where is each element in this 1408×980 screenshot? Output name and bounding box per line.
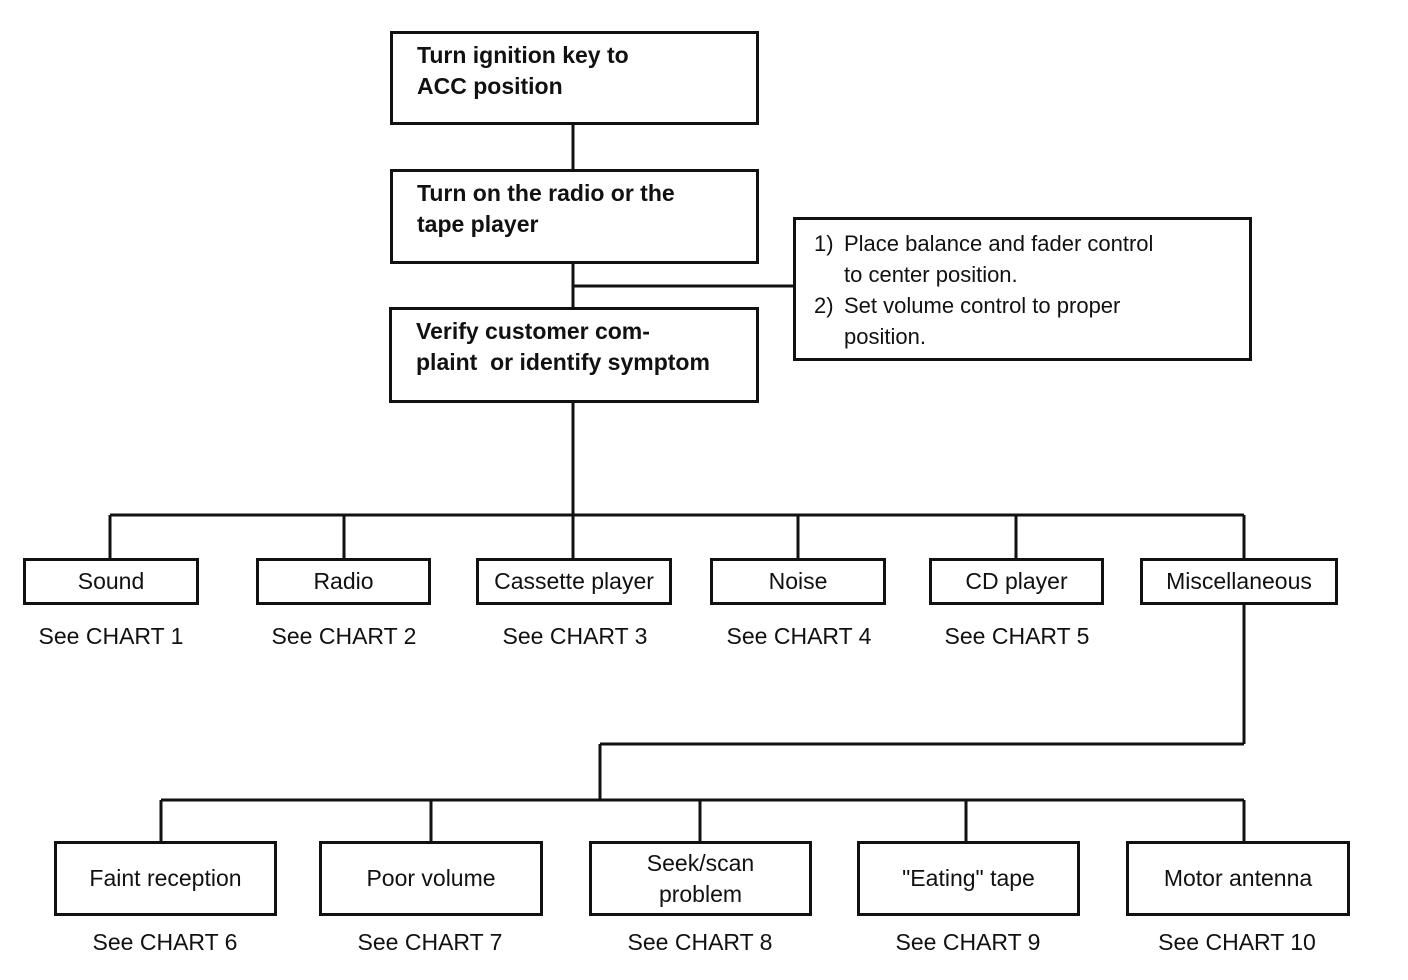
misc-seek-scan-problem-line1: Seek/scan (646, 849, 755, 876)
step-verify-line1: Verify customer com- (416, 318, 650, 344)
note-item-2-line2: position. (844, 324, 926, 349)
category-miscellaneous-label: Miscellaneous (1166, 568, 1312, 594)
misc-poor-volume-label: Poor volume (366, 865, 496, 891)
category-sound-ref: See CHART 1 (38, 623, 184, 649)
note-box: 1) Place balance and fader control to ce… (793, 217, 1252, 361)
category-radio-label: Radio (313, 568, 374, 594)
note-item-1: 1) Place balance and fader control to ce… (814, 228, 1249, 290)
misc-motor-antenna-ref: See CHART 10 (1158, 929, 1316, 955)
note-item-1-line2: to center position. (844, 262, 1018, 287)
note-item-2-line1: Set volume control to proper (844, 293, 1121, 318)
category-radio: Radio (256, 558, 431, 605)
step-ignition-line1: Turn ignition key to (417, 42, 629, 68)
category-cd-player-ref: See CHART 5 (944, 623, 1090, 649)
misc-motor-antenna-label: Motor antenna (1163, 865, 1313, 891)
category-noise: Noise (710, 558, 886, 605)
misc-faint-reception-label: Faint reception (89, 865, 242, 891)
note-item-1-line1: Place balance and fader control (844, 231, 1154, 256)
misc-eating-tape-ref: See CHART 9 (895, 929, 1041, 955)
note-item-2-number: 2) (814, 293, 834, 318)
step-radio-on-line1: Turn on the radio or the (417, 180, 675, 206)
category-cd-player: CD player (929, 558, 1104, 605)
step-radio-on-box: Turn on the radio or the tape player (390, 169, 759, 264)
category-cassette-player-label: Cassette player (494, 568, 654, 594)
step-verify-box: Verify customer com- plaint or identify … (389, 307, 759, 403)
note-item-1-number: 1) (814, 231, 834, 256)
category-cd-player-label: CD player (965, 568, 1068, 594)
misc-seek-scan-problem: Seek/scan problem (589, 841, 812, 916)
category-cassette-player-ref: See CHART 3 (502, 623, 648, 649)
category-noise-label: Noise (768, 568, 828, 594)
step-ignition-line2: ACC position (417, 73, 563, 99)
step-radio-on-line2: tape player (417, 211, 539, 237)
misc-eating-tape-label: "Eating" tape (902, 865, 1035, 891)
category-noise-ref: See CHART 4 (726, 623, 872, 649)
misc-faint-reception-ref: See CHART 6 (92, 929, 238, 955)
misc-faint-reception: Faint reception (54, 841, 277, 916)
misc-motor-antenna: Motor antenna (1126, 841, 1350, 916)
category-radio-ref: See CHART 2 (271, 623, 417, 649)
category-cassette-player: Cassette player (476, 558, 672, 605)
misc-seek-scan-problem-ref: See CHART 8 (627, 929, 773, 955)
misc-eating-tape: "Eating" tape (857, 841, 1080, 916)
step-verify-line2: plaint or identify symptom (416, 349, 710, 375)
category-sound: Sound (23, 558, 199, 605)
category-miscellaneous: Miscellaneous (1140, 558, 1338, 605)
misc-poor-volume-ref: See CHART 7 (357, 929, 503, 955)
misc-poor-volume: Poor volume (319, 841, 543, 916)
note-item-2: 2) Set volume control to proper position… (814, 290, 1249, 352)
category-sound-label: Sound (77, 568, 145, 594)
misc-seek-scan-problem-line2: problem (658, 880, 743, 907)
step-ignition-box: Turn ignition key to ACC position (390, 31, 759, 125)
